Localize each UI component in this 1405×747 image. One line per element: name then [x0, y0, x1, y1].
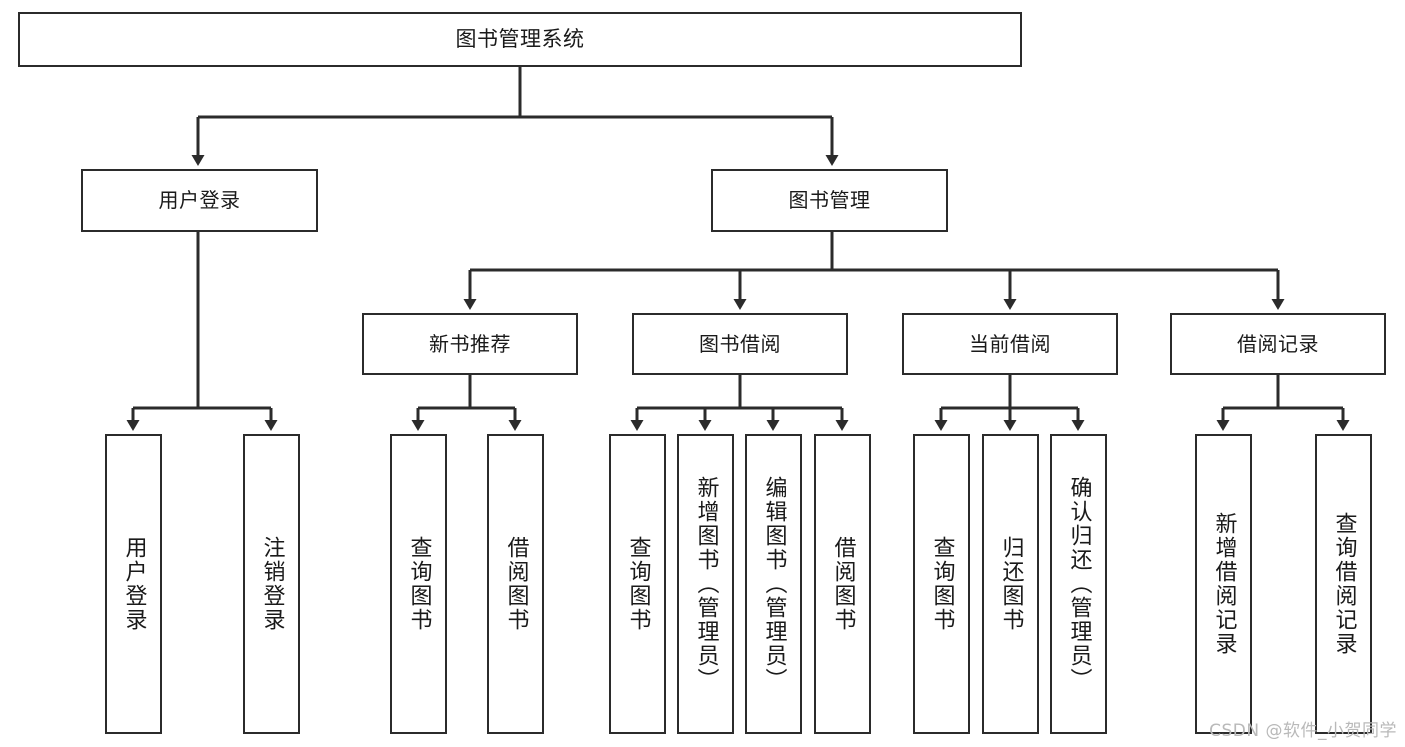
node-label: 新增图书（管理员） [693, 476, 719, 692]
leaf-borrow-record-add-record[interactable]: 新增借阅记录 [1195, 434, 1252, 734]
node-label: 用户登录 [121, 536, 147, 632]
leaf-book-borrow-edit-book-admin[interactable]: 编辑图书（管理员） [745, 434, 802, 734]
node-user-login[interactable]: 用户登录 [81, 169, 318, 232]
node-label: 查询图书 [625, 536, 651, 632]
node-label: 归还图书 [998, 536, 1024, 632]
leaf-borrow-record-query-record[interactable]: 查询借阅记录 [1315, 434, 1372, 734]
leaf-book-borrow-borrow-book[interactable]: 借阅图书 [814, 434, 871, 734]
csdn-watermark: CSDN @软件_小贺同学 [1209, 721, 1397, 741]
leaf-current-borrow-query-book[interactable]: 查询图书 [913, 434, 970, 734]
node-root-book-management-system[interactable]: 图书管理系统 [18, 12, 1022, 67]
node-book-management[interactable]: 图书管理 [711, 169, 948, 232]
node-label: 查询借阅记录 [1331, 512, 1357, 656]
leaf-book-borrow-add-book-admin[interactable]: 新增图书（管理员） [677, 434, 734, 734]
node-label: 新书推荐 [429, 331, 511, 356]
node-label: 图书借阅 [699, 331, 781, 356]
node-label: 当前借阅 [969, 331, 1051, 356]
node-borrow-record[interactable]: 借阅记录 [1170, 313, 1386, 375]
leaf-user-login-logout[interactable]: 注销登录 [243, 434, 300, 734]
leaf-current-borrow-confirm-return-admin[interactable]: 确认归还（管理员） [1050, 434, 1107, 734]
node-book-borrow[interactable]: 图书借阅 [632, 313, 848, 375]
node-label: 注销登录 [259, 536, 285, 632]
node-label: 借阅记录 [1237, 331, 1319, 356]
node-label: 借阅图书 [503, 536, 529, 632]
leaf-new-book-query-book[interactable]: 查询图书 [390, 434, 447, 734]
leaf-current-borrow-return-book[interactable]: 归还图书 [982, 434, 1039, 734]
leaf-user-login-login[interactable]: 用户登录 [105, 434, 162, 734]
node-label: 确认归还（管理员） [1066, 476, 1092, 692]
node-label: 新增借阅记录 [1211, 512, 1237, 656]
node-label: 查询图书 [929, 536, 955, 632]
node-new-book-recommend[interactable]: 新书推荐 [362, 313, 578, 375]
node-current-borrow[interactable]: 当前借阅 [902, 313, 1118, 375]
node-label: 用户登录 [158, 188, 241, 213]
node-label: 借阅图书 [830, 536, 856, 632]
node-label: 图书管理 [788, 188, 871, 213]
node-label: 查询图书 [406, 536, 432, 632]
leaf-new-book-borrow-book[interactable]: 借阅图书 [487, 434, 544, 734]
node-label: 编辑图书（管理员） [761, 476, 787, 692]
node-label: 图书管理系统 [455, 26, 585, 51]
leaf-book-borrow-query-book[interactable]: 查询图书 [609, 434, 666, 734]
